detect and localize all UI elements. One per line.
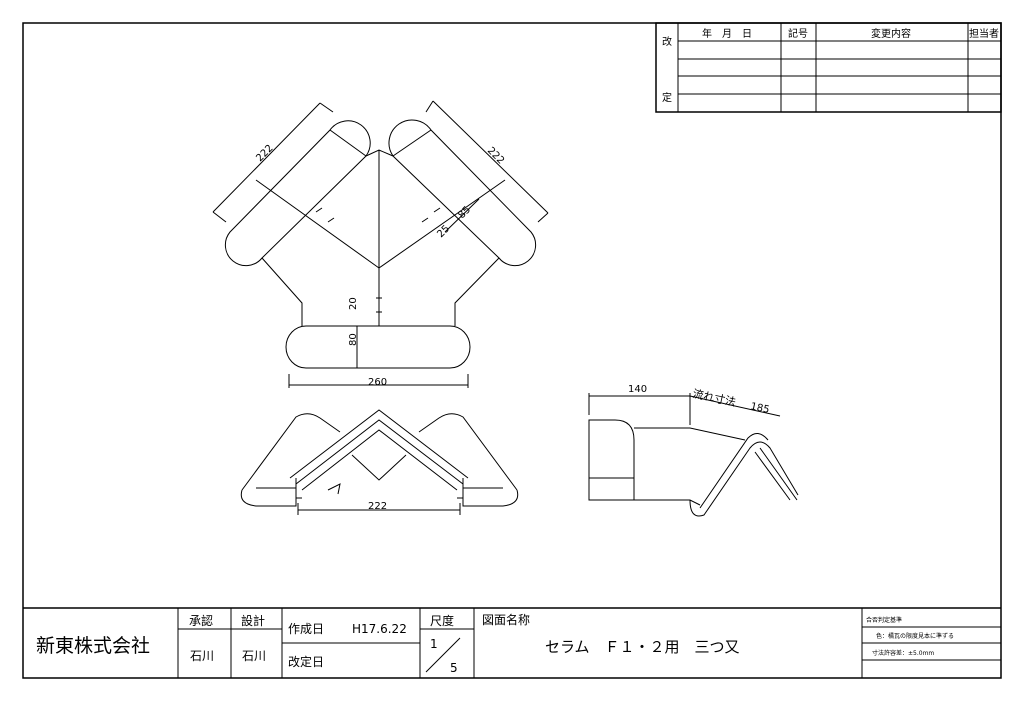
revision-tei-label: 定	[662, 91, 672, 104]
designer-name: 石川	[242, 649, 266, 663]
dim-top-left-222: 222	[254, 143, 275, 164]
revised-label: 改定日	[288, 654, 324, 669]
dim-flow-185: 185	[749, 401, 770, 416]
created-label: 作成日	[288, 622, 324, 636]
dim-flow-label: 流れ寸法	[691, 386, 737, 409]
revision-person-header: 担当者	[969, 27, 999, 40]
side-view	[588, 393, 799, 517]
front-view	[240, 409, 519, 515]
drawing-name-label: 図面名称	[482, 612, 530, 627]
revision-date-header: 年 月 日	[702, 27, 752, 40]
drawing-name: セラム Ｆ１・２用 三つ又	[545, 638, 740, 656]
title-block-grid	[23, 607, 1001, 678]
sheet-border	[22, 22, 1002, 679]
dim-front-222: 222	[368, 501, 387, 512]
revision-change-header: 変更内容	[871, 27, 911, 40]
criteria-tolerance: 寸法許容差：±5.0mm	[872, 649, 934, 657]
dim-width-260: 260	[368, 377, 387, 388]
approver-name: 石川	[190, 649, 214, 663]
revision-kai-label: 改	[662, 35, 672, 48]
scale-numerator: 1	[430, 637, 438, 651]
dim-rib-25: 25	[435, 223, 452, 240]
created-date: H17.6.22	[352, 622, 407, 636]
revision-table	[655, 22, 1002, 113]
scale-label: 尺度	[430, 613, 454, 628]
plan-view	[212, 100, 549, 388]
revision-symbol-header: 記号	[788, 27, 808, 40]
criteria-color: 色：橘瓦の限度見本に準ずる	[876, 632, 954, 640]
dim-top-right-222: 222	[485, 145, 506, 166]
approval-label: 承認	[189, 613, 213, 628]
dim-gap-20: 20	[348, 297, 359, 310]
design-label: 設計	[241, 613, 265, 628]
criteria-title: 合否判定基準	[866, 616, 902, 624]
company-name: 新東株式会社	[36, 635, 150, 657]
dim-base-80: 80	[348, 333, 359, 346]
scale-denominator: 5	[450, 661, 458, 675]
dim-side-140: 140	[628, 384, 647, 395]
